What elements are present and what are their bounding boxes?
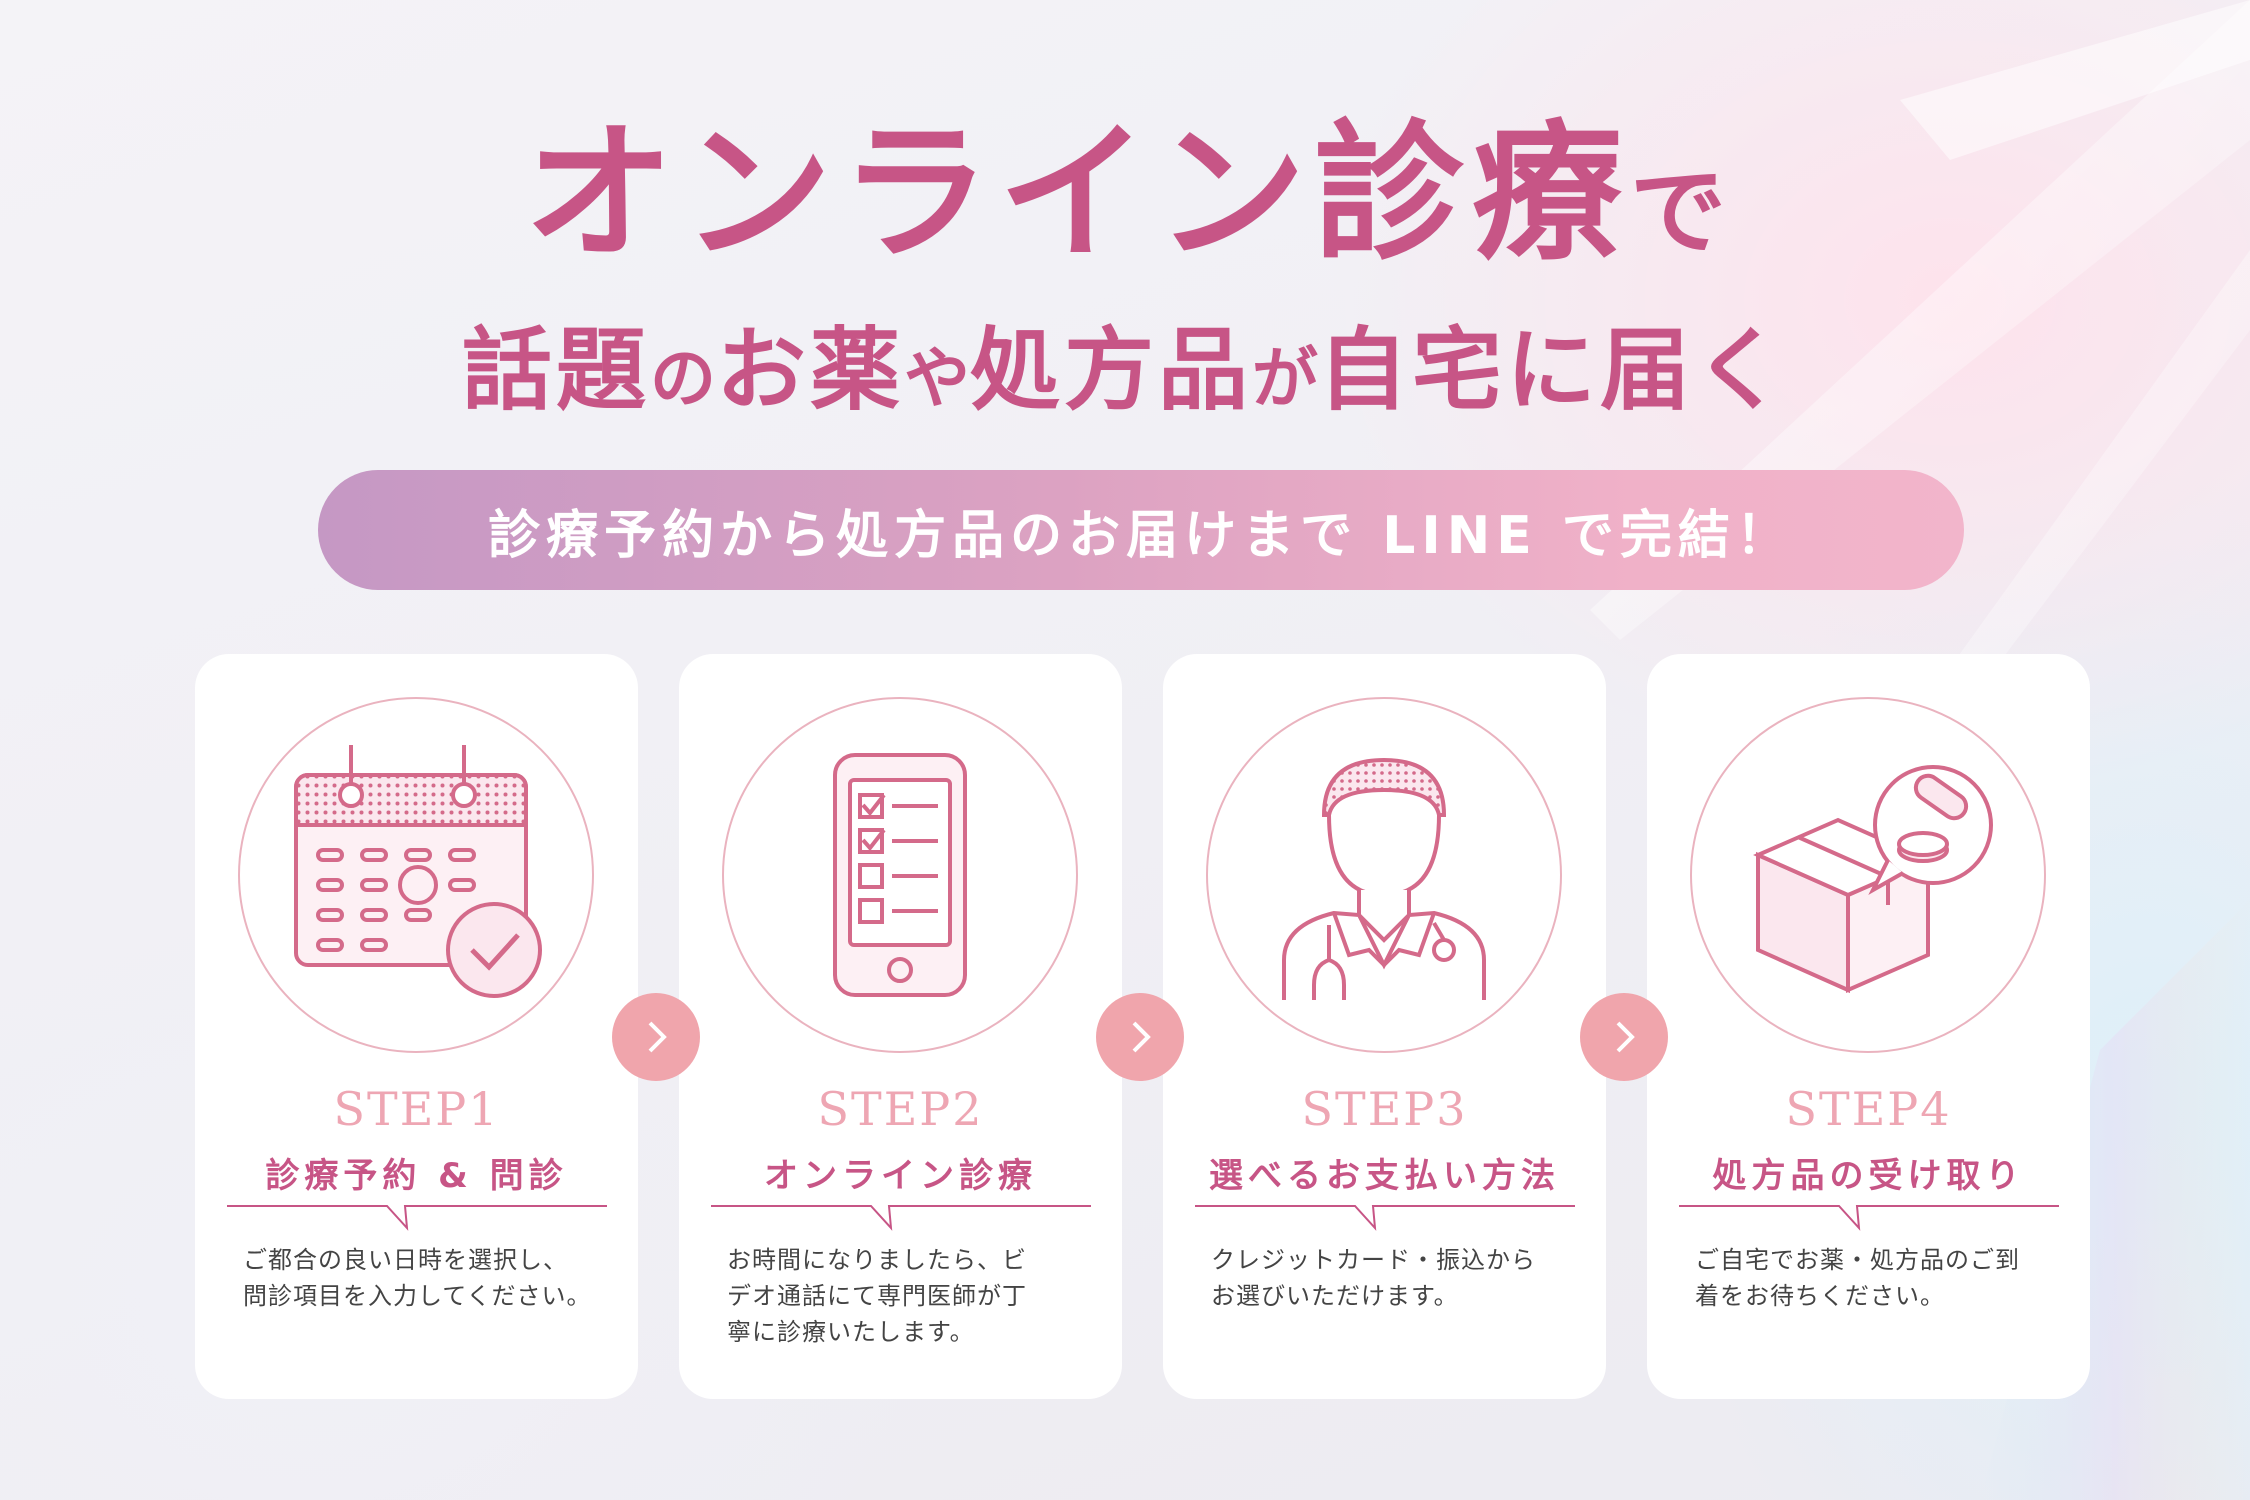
step-icon-circle <box>722 697 1078 1053</box>
package-pill-icon <box>1753 765 1993 994</box>
step-label: STEP2 <box>817 1082 984 1136</box>
step-title: オンライン診療 <box>764 1156 1037 1196</box>
step-label: STEP1 <box>333 1082 500 1136</box>
title-underline <box>1679 1205 2059 1231</box>
step-icon-circle <box>1690 697 2046 1053</box>
smartphone-checklist-icon <box>833 753 967 997</box>
step-icon-circle <box>1206 697 1562 1053</box>
headline-part: や <box>904 339 970 417</box>
step-card-3: STEP3 選べるお支払い方法 クレジットカード・振込から お選びいただけます。 <box>1163 654 1606 1399</box>
desc-line: 着をお待ちください。 <box>1695 1282 1945 1310</box>
banner-text: 診療予約から処方品のお届けまで LINE で完結！ <box>488 505 1794 566</box>
step-card-1: STEP1 診療予約 & 問診 ご都合の良い日時を選択し、 問診項目を入力してく… <box>195 654 638 1399</box>
title-underline <box>227 1205 607 1231</box>
headline-suffix: で <box>1630 155 1726 268</box>
next-arrow <box>1096 993 1184 1081</box>
headline-part: 話題 <box>462 317 650 423</box>
line-complete-banner: 診療予約から処方品のお届けまで LINE で完結！ <box>318 470 1964 590</box>
step-icon-circle <box>238 697 594 1053</box>
next-arrow <box>612 993 700 1081</box>
headline-part: 自宅に届く <box>1318 317 1788 423</box>
next-arrow <box>1580 993 1668 1081</box>
headline-part: 処方品 <box>970 317 1252 423</box>
desc-line: ご自宅でお薬・処方品のご到 <box>1695 1246 2020 1274</box>
chevron-right-icon <box>648 1021 667 1053</box>
step-card-4: STEP4 処方品の受け取り ご自宅でお薬・処方品のご到 着をお待ちください。 <box>1647 654 2090 1399</box>
headline-part: の <box>650 339 716 417</box>
headline-line-1: オンライン診療で <box>0 118 2250 268</box>
headline-main: オンライン診療 <box>523 105 1630 281</box>
step-label: STEP3 <box>1301 1082 1468 1136</box>
chevron-right-icon <box>1132 1021 1151 1053</box>
title-underline <box>1195 1205 1575 1231</box>
desc-line: 問診項目を入力してください。 <box>243 1282 592 1310</box>
chevron-right-icon <box>1616 1021 1635 1053</box>
headline-part: が <box>1252 339 1318 417</box>
step-description: クレジットカード・振込から お選びいただけます。 <box>1211 1242 1566 1314</box>
calendar-check-icon <box>294 745 542 998</box>
step-card-2: STEP2 オンライン診療 お時間になりましたら、ビ デオ通話にて専門医師が丁 … <box>679 654 1122 1399</box>
desc-line: クレジットカード・振込から <box>1211 1246 1536 1274</box>
headline-line-2: 話題のお薬や処方品が自宅に届く <box>0 325 2250 415</box>
desc-line: お選びいただけます。 <box>1211 1282 1459 1310</box>
doctor-icon <box>1282 757 1486 1000</box>
step-description: お時間になりましたら、ビ デオ通話にて専門医師が丁 寧に診療いたします。 <box>727 1242 1082 1350</box>
desc-line: ご都合の良い日時を選択し、 <box>243 1246 568 1274</box>
desc-line: お時間になりましたら、ビ <box>727 1246 1027 1274</box>
step-description: ご自宅でお薬・処方品のご到 着をお待ちください。 <box>1695 1242 2050 1314</box>
step-description: ご都合の良い日時を選択し、 問診項目を入力してください。 <box>243 1242 598 1314</box>
title-underline <box>711 1205 1091 1231</box>
desc-line: 寧に診療いたします。 <box>727 1318 975 1346</box>
step-title: 選べるお支払い方法 <box>1209 1156 1560 1196</box>
step-title: 処方品の受け取り <box>1712 1156 2025 1196</box>
desc-line: デオ通話にて専門医師が丁 <box>727 1282 1027 1310</box>
step-label: STEP4 <box>1785 1082 1952 1136</box>
step-title: 診療予約 & 問診 <box>265 1156 568 1196</box>
headline-part: お薬 <box>716 317 904 423</box>
